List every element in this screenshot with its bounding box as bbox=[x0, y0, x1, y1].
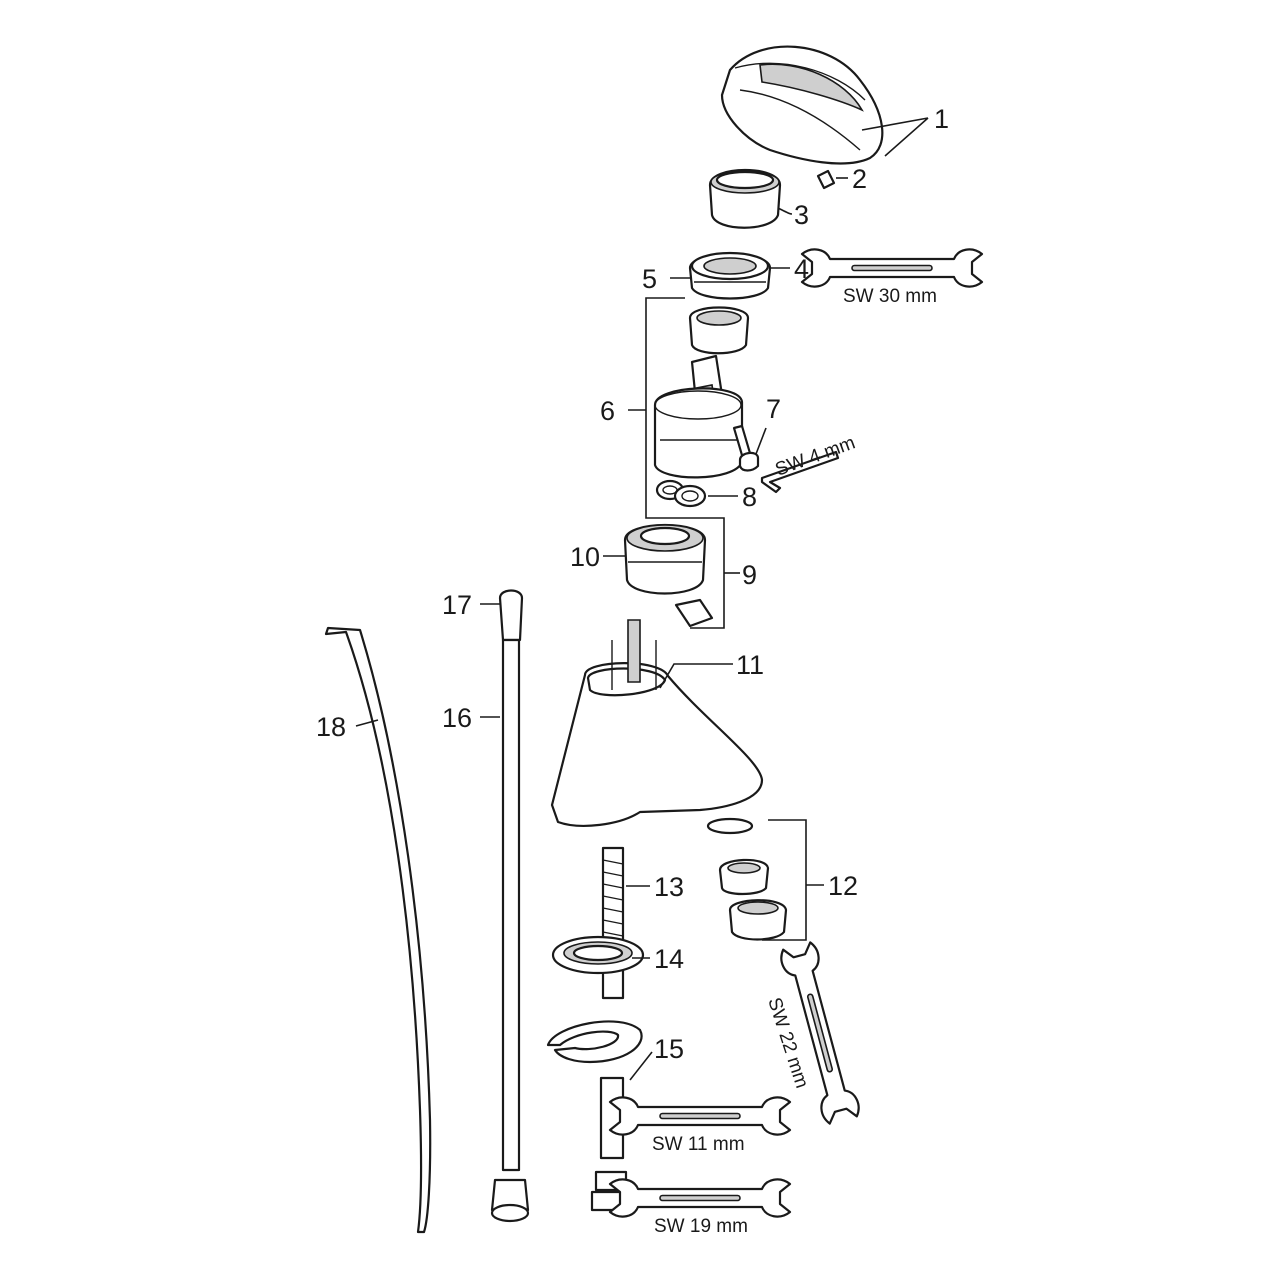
callout-15: 15 bbox=[654, 1034, 684, 1064]
supply-hose-part bbox=[490, 589, 530, 1223]
tool-size-30: SW 30 mm bbox=[843, 286, 937, 307]
callout-11: 11 bbox=[736, 650, 764, 680]
callout-6: 6 bbox=[600, 396, 615, 426]
flexible-rod-part bbox=[324, 626, 432, 1234]
callout-13: 13 bbox=[654, 872, 684, 902]
wrench-30-icon bbox=[800, 248, 984, 288]
base-gasket-part bbox=[551, 935, 645, 975]
callout-1: 1 bbox=[934, 104, 949, 134]
cover-cap-part bbox=[708, 169, 782, 229]
seal-rings-part bbox=[655, 479, 707, 508]
callout-8: 8 bbox=[742, 482, 757, 512]
cartridge-part bbox=[653, 306, 750, 479]
callout-7: 7 bbox=[766, 394, 781, 424]
callout-12: 12 bbox=[828, 871, 858, 901]
retaining-nut-part bbox=[688, 251, 772, 300]
callout-17: 17 bbox=[442, 590, 472, 620]
cartridge-screw-part bbox=[732, 424, 760, 472]
valve-insert-part bbox=[623, 524, 714, 628]
callout-18: 18 bbox=[316, 712, 346, 742]
threaded-rod-part bbox=[601, 846, 625, 1000]
callout-2: 2 bbox=[852, 164, 867, 194]
tool-size-4: SW 4 mm bbox=[773, 432, 859, 480]
tool-size-11: SW 11 mm bbox=[652, 1134, 745, 1155]
callout-16: 16 bbox=[442, 703, 472, 733]
callout-9: 9 bbox=[742, 560, 757, 590]
tool-size-19: SW 19 mm bbox=[654, 1216, 748, 1237]
callout-14: 14 bbox=[654, 944, 684, 974]
wrench-19-icon bbox=[608, 1178, 792, 1218]
grub-screw-part bbox=[816, 169, 836, 190]
callout-5: 5 bbox=[642, 264, 657, 294]
leader-lines bbox=[355, 117, 929, 1081]
aerator-parts bbox=[706, 817, 788, 941]
callout-4: 4 bbox=[794, 254, 809, 284]
callout-3: 3 bbox=[794, 200, 809, 230]
lever-handle-part bbox=[720, 45, 884, 165]
hex-key-tool bbox=[760, 450, 840, 494]
wrench-11-icon bbox=[608, 1096, 792, 1136]
callout-10: 10 bbox=[570, 542, 600, 572]
faucet-body-part bbox=[550, 619, 764, 827]
